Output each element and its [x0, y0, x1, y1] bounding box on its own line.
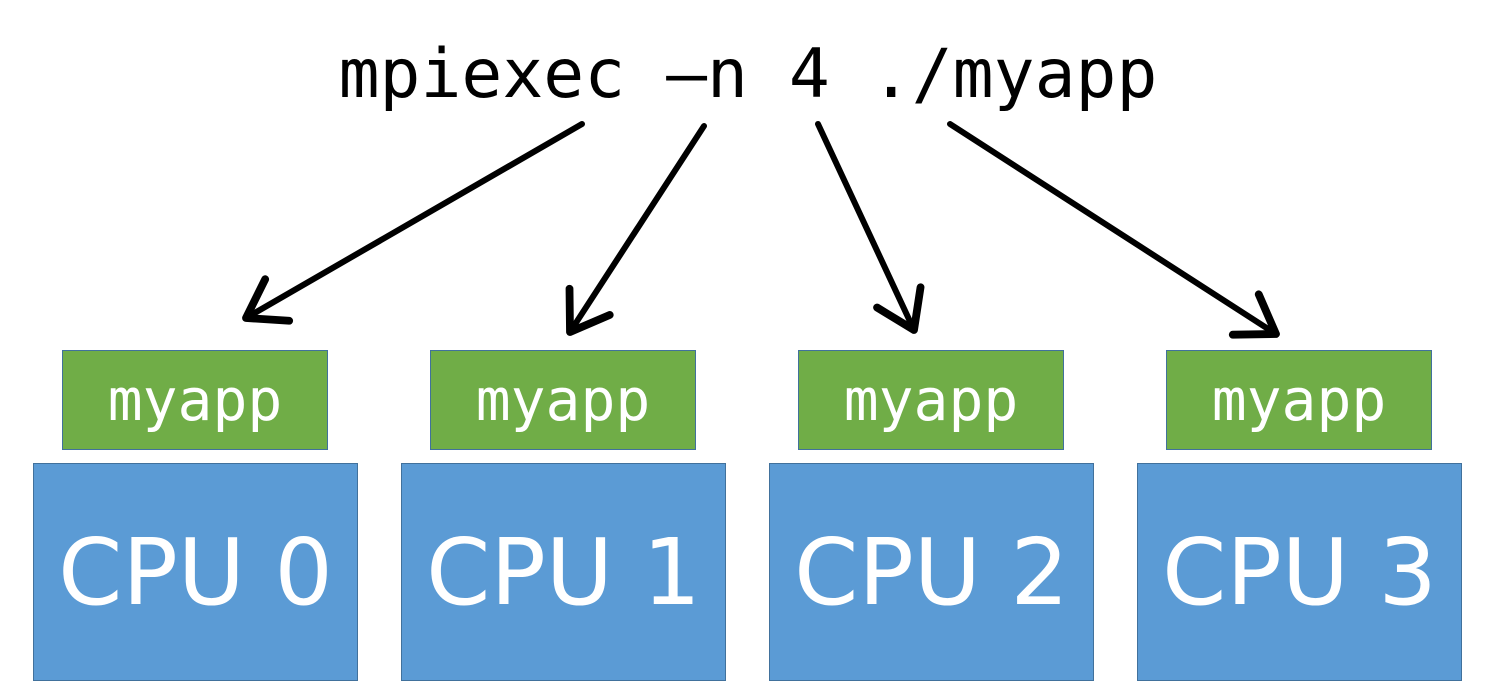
cpu-box-3: CPU 3 [1137, 463, 1462, 681]
arrow-to-process-3 [947, 121, 1280, 339]
process-label: myapp [843, 366, 1019, 434]
cpu-label: CPU 1 [426, 518, 701, 626]
arrow-to-process-2 [815, 121, 925, 334]
cpu-box-2: CPU 2 [769, 463, 1094, 681]
process-label: myapp [1211, 366, 1387, 434]
cpu-label: CPU 2 [794, 518, 1069, 626]
process-box-3: myapp [1166, 350, 1432, 450]
cpu-box-0: CPU 0 [33, 463, 358, 681]
cpu-label: CPU 0 [58, 518, 333, 626]
arrow-to-process-0 [242, 121, 585, 325]
cpu-label: CPU 3 [1162, 518, 1437, 626]
process-label: myapp [475, 366, 651, 434]
cpu-box-1: CPU 1 [401, 463, 726, 681]
process-box-0: myapp [62, 350, 328, 450]
arrow-to-process-1 [565, 123, 707, 336]
mpiexec-command: mpiexec –n 4 ./myapp [338, 35, 1158, 114]
process-label: myapp [107, 366, 283, 434]
process-box-2: myapp [798, 350, 1064, 450]
process-box-1: myapp [430, 350, 696, 450]
